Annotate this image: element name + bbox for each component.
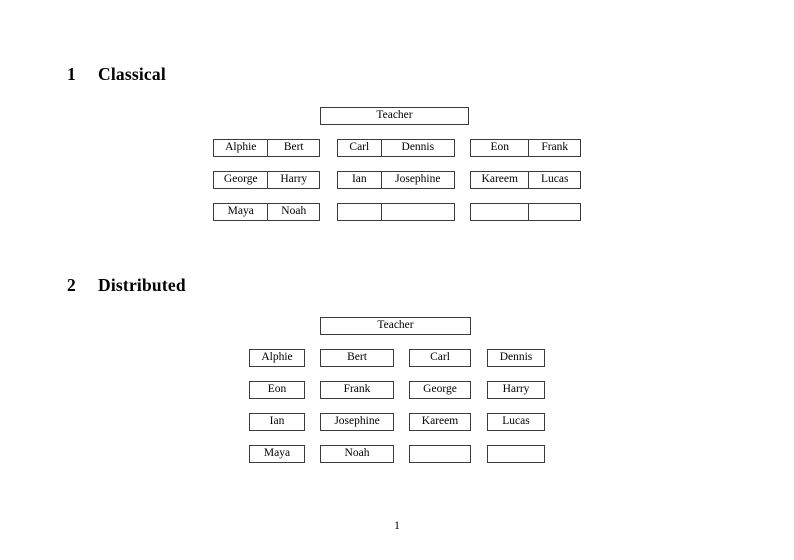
section-heading-classical: 1 Classical (67, 64, 166, 85)
student-box: Ian (249, 413, 305, 431)
empty-cell (488, 446, 544, 462)
student-box: Harry (487, 381, 545, 399)
empty-box (409, 445, 471, 463)
student-box: Carl (409, 349, 471, 367)
student-box: Lucas (487, 413, 545, 431)
section-number: 1 (67, 64, 76, 84)
section-title: Distributed (98, 275, 186, 295)
group-box: Carl Dennis (337, 139, 455, 157)
student-box: Josephine (320, 413, 394, 431)
student-label: Harry (502, 382, 530, 395)
teacher-label: Teacher (377, 318, 414, 331)
student-label: Eon (267, 382, 287, 395)
group-box: Ian Josephine (337, 171, 455, 189)
group-box: Eon Frank (470, 139, 581, 157)
student-cell: Bert (267, 140, 319, 156)
student-label: Josephine (334, 414, 380, 427)
page-number: 1 (394, 520, 400, 532)
empty-cell (380, 204, 454, 220)
student-cell: Maya (227, 204, 254, 217)
empty-cell (338, 204, 381, 220)
student-box: Noah (320, 445, 394, 463)
student-label: Lucas (502, 414, 530, 427)
student-box: Dennis (487, 349, 545, 367)
student-label: George (423, 382, 457, 395)
empty-cell (528, 204, 580, 220)
student-cell: Ian (351, 172, 367, 185)
section-title: Classical (98, 64, 166, 84)
student-cell: Lucas (528, 172, 580, 188)
student-label: Dennis (499, 350, 533, 363)
empty-cell (410, 446, 470, 462)
student-label: Alphie (261, 350, 293, 363)
student-cell: Carl (349, 140, 370, 153)
student-cell: Harry (267, 172, 319, 188)
student-label: Frank (343, 382, 371, 395)
student-cell: George (223, 172, 258, 185)
student-label: Ian (269, 414, 285, 427)
student-box: George (409, 381, 471, 399)
student-cell: Alphie (225, 140, 257, 153)
student-cell: Dennis (380, 140, 454, 156)
teacher-box-distributed: Teacher (320, 317, 471, 335)
student-label: Carl (430, 350, 450, 363)
student-box: Kareem (409, 413, 471, 431)
student-box: Alphie (249, 349, 305, 367)
section-number: 2 (67, 275, 76, 295)
student-cell: Josephine (380, 172, 454, 188)
teacher-box-classical: Teacher (320, 107, 469, 125)
group-box: George Harry (213, 171, 320, 189)
student-cell: Frank (528, 140, 580, 156)
student-box: Frank (320, 381, 394, 399)
group-box: Maya Noah (213, 203, 320, 221)
student-label: Bert (347, 350, 367, 363)
group-box (337, 203, 455, 221)
student-cell: Eon (490, 140, 509, 153)
student-box: Eon (249, 381, 305, 399)
teacher-label: Teacher (376, 108, 413, 121)
student-box: Bert (320, 349, 394, 367)
student-label: Noah (344, 446, 370, 459)
student-label: Kareem (421, 414, 459, 427)
student-cell: Noah (267, 204, 319, 220)
student-label: Maya (263, 446, 291, 459)
student-cell: Kareem (481, 172, 518, 185)
student-box: Maya (249, 445, 305, 463)
group-box: Alphie Bert (213, 139, 320, 157)
group-box: Kareem Lucas (470, 171, 581, 189)
group-box (470, 203, 581, 221)
empty-box (487, 445, 545, 463)
section-heading-distributed: 2 Distributed (67, 275, 186, 296)
empty-cell (471, 204, 528, 220)
